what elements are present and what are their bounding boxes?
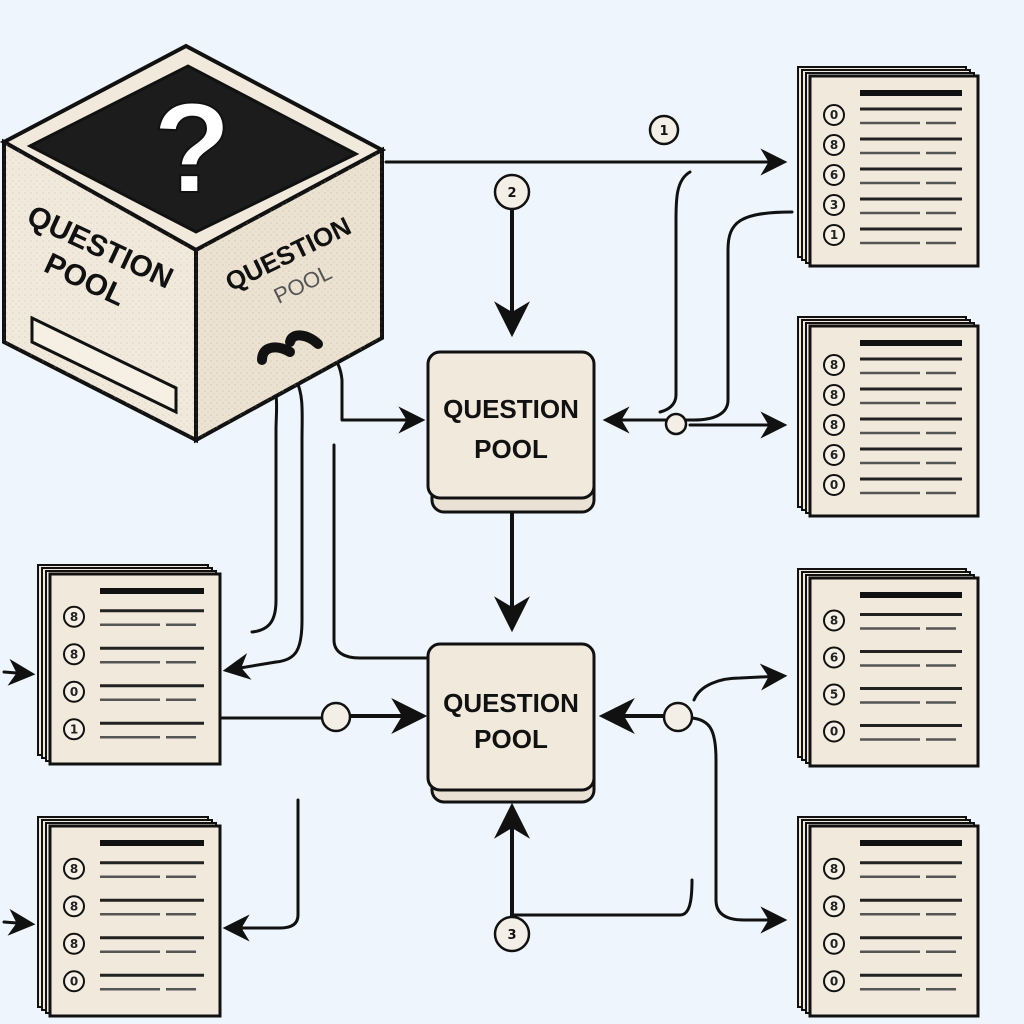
question-number-bubble (63, 605, 85, 628)
question-number-bubble (823, 609, 845, 632)
question-number-bubble (63, 718, 85, 741)
document-header-bar (860, 592, 962, 598)
document-header-bar (860, 840, 962, 846)
box-label-slot (30, 315, 178, 415)
document-header-bar (860, 340, 962, 346)
document-header-bar (100, 588, 204, 594)
question-number: 0 (70, 685, 78, 699)
question-number-bubble (823, 857, 845, 880)
connector-pool-bottom-to-doc-right-3 (692, 663, 788, 702)
doc-right-2[interactable]: 8 8 8 6 0 (797, 316, 980, 518)
doc-right-1[interactable]: 0 8 6 3 1 (797, 66, 980, 268)
question-number: 8 (70, 647, 78, 661)
doc-right-4[interactable]: 8 8 0 0 (797, 816, 980, 1018)
question-number-bubble (823, 720, 845, 743)
document-header-bar (860, 90, 962, 96)
question-number: 3 (830, 198, 838, 212)
question-number: 0 (830, 974, 838, 988)
question-number-bubble (63, 895, 85, 918)
question-number-bubble (63, 932, 85, 955)
question-number: 5 (830, 688, 838, 702)
badge-mid-right (664, 412, 688, 436)
question-number-bubble (63, 680, 85, 703)
question-number: 8 (70, 937, 78, 951)
connector-doc-right-2-to-pool-top (602, 210, 794, 434)
connector-box-to-doc-left-1b (222, 378, 304, 680)
question-number-bubble (63, 857, 85, 880)
doc-left-2[interactable]: 8 8 8 0 (37, 816, 222, 1018)
question-number: 8 (830, 138, 838, 152)
question-number-bubble (823, 134, 845, 156)
connector-box-to-pool-bottom (332, 443, 428, 660)
pool-top-label-line1: QUESTION (443, 394, 579, 424)
connector-pool-bottom-to-doc-right-4 (690, 716, 788, 934)
question-pool-node-top[interactable]: QUESTION POOL (426, 350, 596, 514)
question-number: 0 (70, 974, 78, 988)
pool-top-label-line2: POOL (474, 434, 548, 464)
box-interior (26, 64, 360, 234)
question-number: 0 (830, 937, 838, 951)
question-number: 6 (830, 651, 838, 665)
question-mark-icon: ? (153, 77, 231, 220)
question-number: 8 (70, 610, 78, 624)
pool-bottom-label-line1: QUESTION (443, 688, 579, 718)
question-number: 0 (830, 478, 838, 492)
question-number: 6 (830, 168, 838, 182)
question-number: 8 (830, 358, 838, 372)
question-number-bubble (823, 932, 845, 955)
question-number: 1 (70, 722, 78, 736)
badge-bottom: 3 (493, 915, 531, 953)
svg-text:3: 3 (507, 928, 516, 943)
svg-text:2: 2 (507, 186, 516, 201)
question-number-bubble (823, 224, 845, 246)
question-number-bubble (823, 970, 845, 993)
question-pool-node-bottom[interactable]: QUESTION POOL (426, 642, 596, 804)
question-number: 8 (830, 899, 838, 913)
question-number: 8 (70, 899, 78, 913)
svg-text:1: 1 (659, 124, 668, 139)
question-number: 1 (830, 228, 838, 242)
question-number-bubble (823, 414, 845, 436)
doc-left-1[interactable]: 8 8 0 1 (37, 564, 222, 766)
badge-top-center: 2 (493, 173, 531, 211)
question-number-bubble (823, 354, 845, 376)
badge-lower-left (320, 701, 352, 733)
question-number-bubble (823, 104, 845, 126)
question-number-bubble (823, 164, 845, 186)
question-number: 8 (830, 388, 838, 402)
question-number: 0 (830, 725, 838, 739)
question-number-bubble (823, 895, 845, 918)
question-pool-box: ? QUESTION POOL QUESTION POOL (0, 43, 387, 444)
question-number-bubble (823, 384, 845, 406)
entry-arrow-doc-left-2 (2, 908, 36, 936)
connector-to-doc-left-2 (222, 798, 300, 942)
question-number-bubble (63, 970, 85, 993)
question-number-bubble (823, 444, 845, 466)
badge-top-right: 1 (648, 114, 680, 146)
question-number-bubble (823, 194, 845, 216)
question-number: 6 (830, 448, 838, 462)
question-number: 8 (830, 862, 838, 876)
question-number: 8 (830, 418, 838, 432)
document-header-bar (100, 840, 204, 846)
question-number-bubble (823, 474, 845, 496)
question-number: 8 (830, 614, 838, 628)
entry-arrow-doc-left-1 (2, 658, 36, 686)
badge-lower-right (662, 701, 694, 733)
question-number-bubble (63, 643, 85, 666)
question-number: 0 (830, 108, 838, 122)
question-number-bubble (823, 646, 845, 669)
document-stacks: 0 8 6 3 1 8 8 8 6 0 8 6 5 0 8 8 0 0 8 8 0 1 8 8 8 0 (37, 66, 980, 1018)
connector-bottom-rail (510, 878, 694, 917)
doc-right-3[interactable]: 8 6 5 0 (797, 568, 980, 768)
question-number: 8 (70, 862, 78, 876)
connector-doc-right-1-to-pool-top (658, 170, 692, 414)
pool-bottom-label-line2: POOL (474, 724, 548, 754)
question-number-bubble (823, 683, 845, 706)
connector-box-to-doc-left-1 (250, 373, 279, 634)
